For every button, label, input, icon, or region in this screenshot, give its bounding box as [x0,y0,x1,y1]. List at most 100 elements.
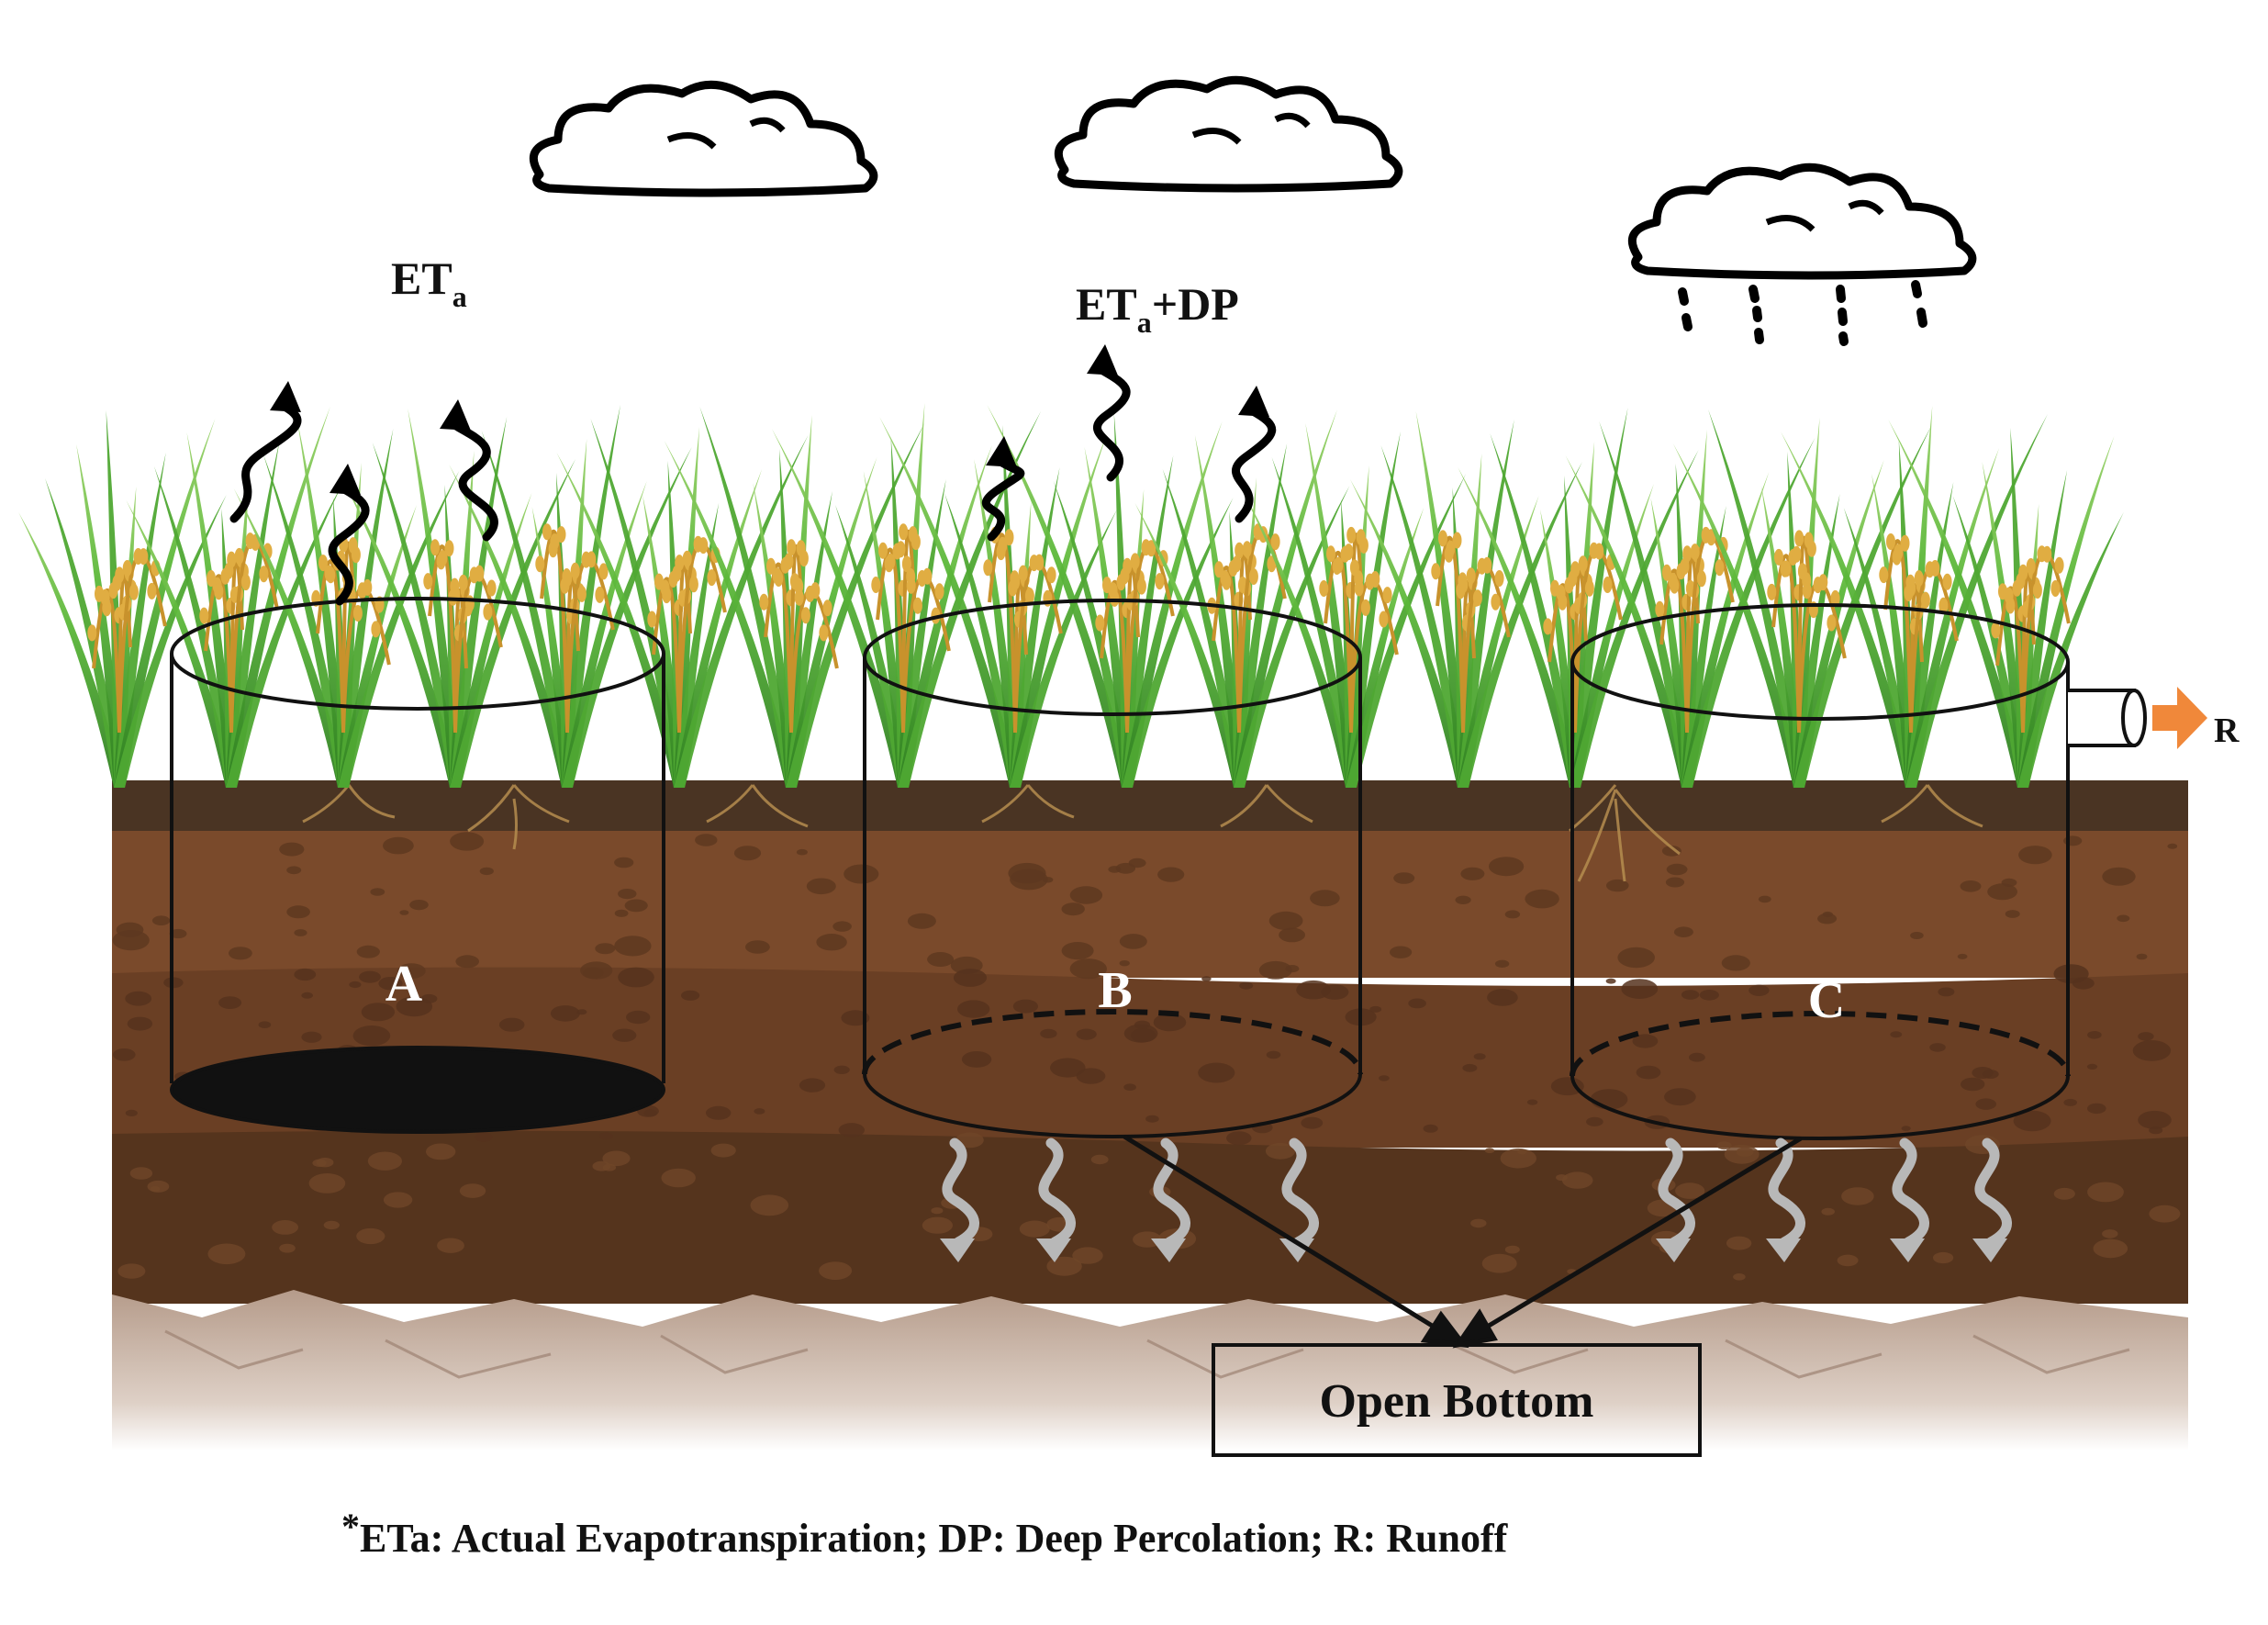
pebble [1390,946,1413,958]
pebble [479,867,494,876]
rice-leaf [2017,470,2068,788]
pebble [1890,1031,1903,1038]
pebble [1487,989,1518,1006]
wavy-arrow-icon [1766,1138,1805,1262]
rice-leaf [114,495,227,788]
pebble [1423,1124,1438,1133]
pebble [1901,1126,1911,1131]
rice-panicle [2021,545,2071,734]
pebble [2136,953,2148,960]
pebble [816,933,847,951]
rain-drops [1678,280,1927,346]
pebble [1090,1154,1109,1165]
footnote-asterisk: * [341,1506,360,1547]
pebble [681,990,700,1001]
open-bottom-label: Open Bottom [1320,1375,1594,1428]
eta-dp-subscript: a [1137,306,1152,339]
pebble [1115,862,1136,874]
bedrock-layer [112,1290,2188,1451]
rice-leaf [1793,494,1840,788]
soil-topsoil-layer [112,780,2188,835]
pebble [1473,1053,1486,1060]
lysimeter-c [1570,603,2071,1140]
pipe-icon [2068,689,2147,747]
rice-panicle [789,582,839,734]
pebble [1758,895,1771,903]
pebble [1279,927,1305,943]
pebble [1369,1005,1382,1013]
pebble [2063,1098,2077,1106]
pebble [1198,1062,1235,1083]
rice-leaf [1122,421,1223,788]
rice-panicle [87,582,124,734]
pebble [1664,1088,1696,1106]
rice-plant [1350,411,1582,788]
pebble [1938,987,1955,997]
wavy-arrow-icon [1279,1138,1319,1262]
rice-leaf [126,500,237,788]
rice-leaf [45,478,125,788]
pebble [1821,1207,1835,1216]
pebble [316,1158,334,1168]
rice-leaf [114,453,166,788]
pebble [602,1150,631,1167]
open-bottom-box: Open Bottom [1212,1343,1702,1457]
pebble [1008,862,1046,884]
rice-leaf [1010,510,1117,788]
pebble [1590,1089,1628,1110]
pebble [1133,1231,1162,1248]
rice-leaf [1458,420,1514,788]
pebble [612,1028,637,1042]
pebble [618,889,637,900]
pebble [1301,1116,1324,1129]
pebble [550,1005,580,1022]
pebble [2053,1187,2075,1200]
pebble [2167,843,2178,849]
pebble [614,909,629,917]
pebble [1460,867,1485,880]
pebble [383,836,414,855]
pebble [1933,1251,1954,1264]
pebble [796,848,808,856]
pebble [229,947,252,960]
rice-panicle [1685,526,1735,734]
wavy-arrow-icon [940,1138,979,1262]
rice-leaf [699,407,797,788]
rice-leaf [786,491,832,788]
rice-leaf [1234,409,1337,788]
rice-leaf [1415,411,1469,788]
pebble [754,1108,765,1115]
rice-leaf [233,488,349,788]
pebble [409,900,429,911]
pebble [1699,990,1719,1001]
pebble [1145,1115,1159,1123]
pebble [1982,1070,1999,1079]
pebble [1504,910,1521,919]
pebble [592,1160,611,1171]
pebble [286,866,302,875]
pebble [1961,1077,1985,1092]
pebble [838,1123,865,1138]
pebble [1462,1063,1478,1072]
pebble [598,1132,613,1140]
pebble [583,967,604,979]
rice-leaf [898,411,1042,788]
pebble [953,969,988,987]
rice-leaf [2017,436,2115,788]
pebble [1494,959,1510,969]
pebble [1408,998,1426,1009]
lysimeter-a-label: A [385,956,423,1013]
pebble [2087,1103,2106,1115]
pebble [706,1105,732,1120]
pebble [1119,960,1130,967]
wavy-arrow-icon [1232,386,1277,523]
lysimeter-b [862,599,1363,1138]
wavy-arrow-icon [1036,1138,1076,1262]
pebble [1489,857,1525,877]
rice-leaf [2017,512,2124,788]
rice-leaf [1905,414,2048,788]
pebble [1673,926,1693,937]
rice-plant [879,417,1117,788]
pebble [745,940,770,954]
